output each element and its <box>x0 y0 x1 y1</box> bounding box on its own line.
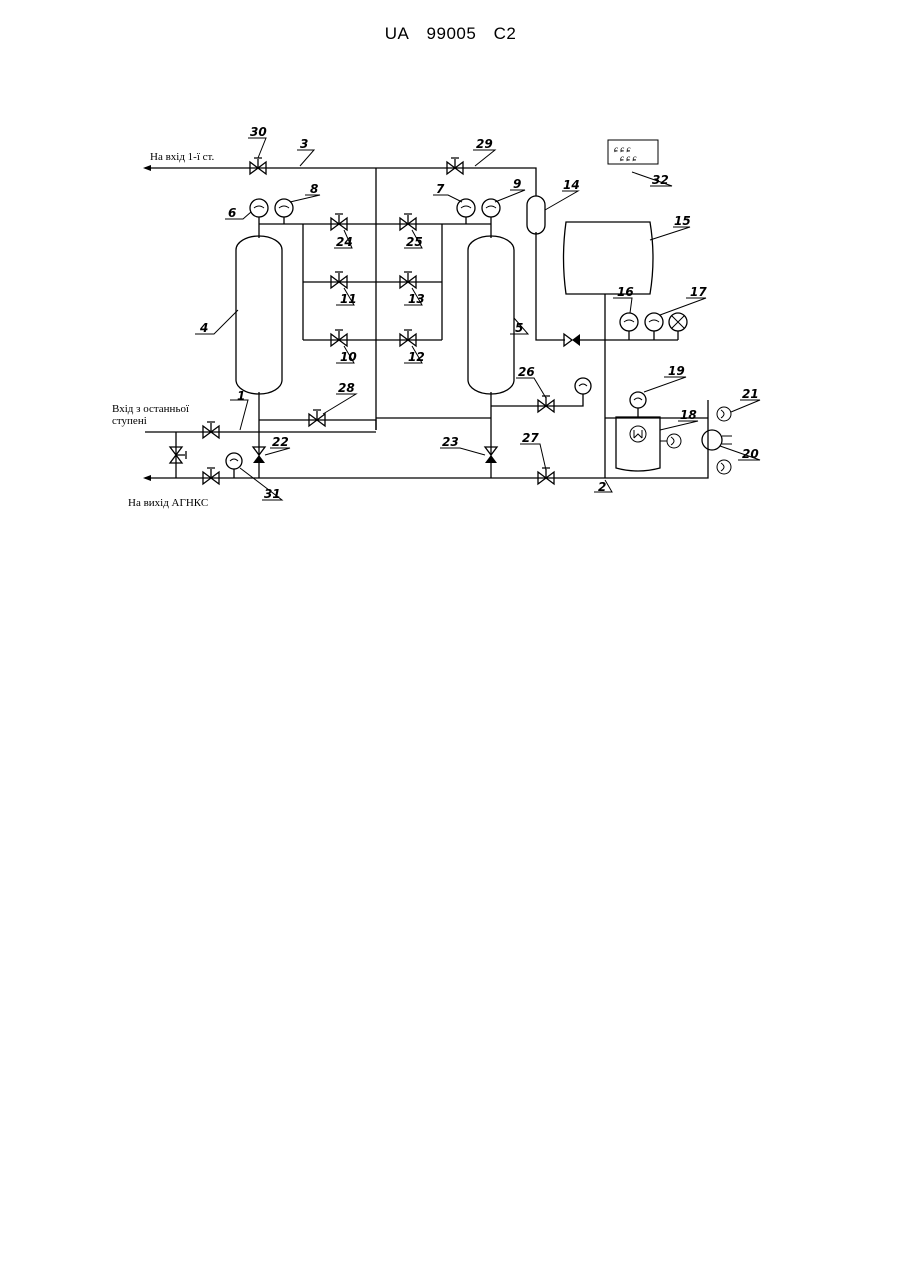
valve-27 <box>538 468 554 484</box>
arrow-left-top <box>143 165 151 171</box>
valve-24 <box>331 214 347 230</box>
ref-19: 19 <box>668 364 685 378</box>
ref-32: 32 <box>652 173 669 187</box>
ref-21: 21 <box>742 387 759 401</box>
label-inlet-last-stage-2: ступені <box>112 415 147 427</box>
ref-28: 28 <box>338 381 355 395</box>
label-inlet-last-stage-1: Вхід з останньої <box>112 403 190 415</box>
ref-29: 29 <box>476 137 493 151</box>
valve-outlet <box>203 468 219 484</box>
ref-24: 24 <box>336 235 353 249</box>
gauge-26 <box>575 378 591 394</box>
separator-14 <box>527 196 545 234</box>
ref-11: 11 <box>340 292 357 306</box>
gauge-8 <box>275 199 293 224</box>
valve-10 <box>331 330 347 346</box>
ref-15: 15 <box>674 214 691 228</box>
gauge-7 <box>457 199 475 224</box>
ref-3: 3 <box>300 137 308 151</box>
ref-25: 25 <box>406 235 423 249</box>
ref-8: 8 <box>310 182 318 196</box>
valve-26 <box>538 396 554 412</box>
ref-12: 12 <box>408 350 425 364</box>
pipe-top-line <box>145 168 536 196</box>
ref-4: 4 <box>199 321 208 335</box>
ref-23: 23 <box>442 435 459 449</box>
ref-17: 17 <box>690 285 707 299</box>
gauge-16 <box>620 313 638 340</box>
ref-30: 30 <box>250 125 267 139</box>
valve-bypass <box>170 447 186 463</box>
vessel-5 <box>468 236 514 394</box>
check-valve-14 <box>564 334 580 346</box>
ref-2: 2 <box>598 480 606 494</box>
ref-6: 6 <box>228 206 236 220</box>
gauge-17 <box>645 313 663 340</box>
valve-30 <box>250 158 266 174</box>
gauge-9 <box>482 199 500 224</box>
gauge-31 <box>226 453 242 478</box>
ref-1: 1 <box>237 389 245 403</box>
label-outlet: На вихід АГНКС <box>128 497 208 509</box>
ref-18: 18 <box>680 408 697 422</box>
pump-20 <box>702 407 732 474</box>
ref-7: 7 <box>436 182 445 196</box>
arrow-left-bottom <box>143 475 151 481</box>
valve-12 <box>400 330 416 346</box>
ref-13: 13 <box>408 292 425 306</box>
ref-16: 16 <box>617 285 634 299</box>
gauge-6 <box>250 199 268 224</box>
gauge-19 <box>630 392 646 417</box>
ref-31: 31 <box>264 487 281 501</box>
valve-13 <box>400 272 416 288</box>
ref-14: 14 <box>563 178 580 192</box>
heater-18 <box>616 417 681 471</box>
valve-28 <box>309 410 325 426</box>
svg-text:ɕ ɕ ɕ: ɕ ɕ ɕ <box>619 153 636 163</box>
valve-29 <box>447 158 463 174</box>
ref-20: 20 <box>742 447 759 461</box>
label-inlet-first-stage: На вхід 1-ї ст. <box>150 151 215 163</box>
ref-27: 27 <box>522 431 539 445</box>
control-panel-32: ɕ ɕ ɕ ɕ ɕ ɕ <box>608 140 658 164</box>
ref-9: 9 <box>513 177 521 191</box>
valve-25 <box>400 214 416 230</box>
valve-11 <box>331 272 347 288</box>
vessel-4 <box>236 236 282 394</box>
ref-5: 5 <box>515 321 523 335</box>
ref-26: 26 <box>518 365 535 379</box>
ref-22: 22 <box>272 435 289 449</box>
ref-10: 10 <box>340 350 357 364</box>
receiver-15 <box>564 222 654 294</box>
valve-inlet <box>203 422 219 438</box>
lamp-17 <box>669 313 687 340</box>
